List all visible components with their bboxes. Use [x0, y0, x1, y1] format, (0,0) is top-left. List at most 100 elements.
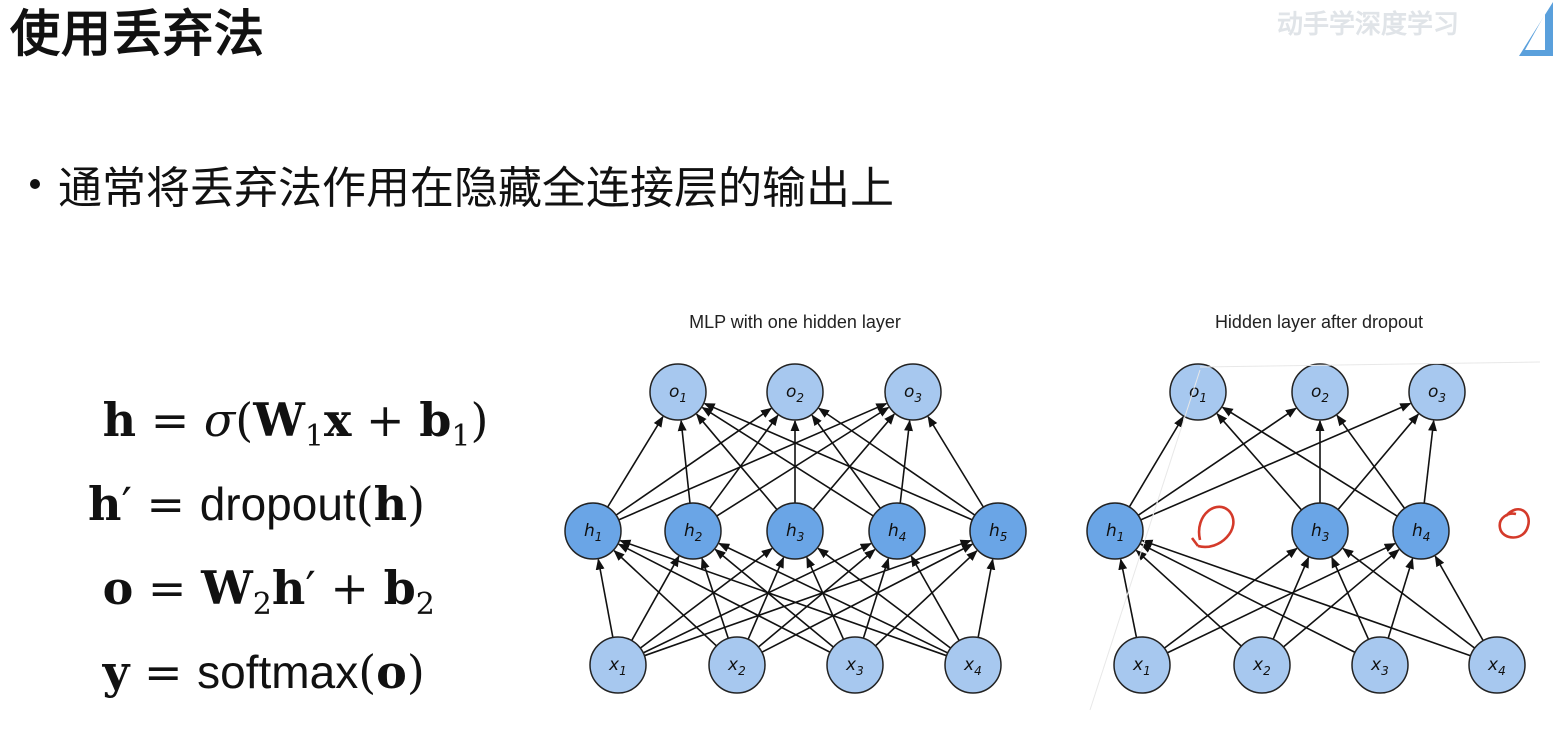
- edge-arrow: [714, 548, 834, 648]
- svg-text:o3: o3: [904, 382, 922, 405]
- node-x2: x2: [1233, 636, 1291, 694]
- node-x3: x3: [826, 636, 884, 694]
- formula-block: h = σ(W1x + b1) h′ = dropout(h) o = W2h′…: [88, 378, 488, 714]
- svg-text:h1: h1: [584, 521, 602, 544]
- edge-arrow: [1141, 539, 1471, 657]
- edge-arrow: [1118, 558, 1138, 638]
- edge-arrow: [1336, 414, 1406, 509]
- edge-arrow: [874, 550, 978, 647]
- svg-text:x1: x1: [608, 655, 627, 678]
- node-o1: o1: [649, 363, 707, 421]
- edge-arrow: [701, 406, 874, 517]
- watermark-text: 动手学深度学习: [1276, 10, 1459, 40]
- svg-text:o2: o2: [786, 382, 804, 405]
- edge-arrow: [811, 414, 882, 509]
- edge-arrow: [1337, 413, 1420, 511]
- edge-arrow: [700, 557, 730, 639]
- svg-text:o1: o1: [669, 382, 687, 405]
- edge-arrow: [1434, 555, 1484, 642]
- edge-arrow: [618, 402, 888, 521]
- node-o3: o3: [1408, 363, 1466, 421]
- edge-arrow: [1282, 548, 1400, 648]
- edge-arrow: [615, 407, 773, 516]
- edge-arrow: [613, 549, 718, 647]
- node-h4: h4: [1392, 502, 1450, 560]
- node-x1: x1: [589, 636, 647, 694]
- edge-arrow: [639, 547, 773, 649]
- edge-arrow: [1163, 547, 1298, 649]
- edge-arrow: [817, 547, 952, 649]
- svg-text:x3: x3: [1370, 655, 1389, 678]
- page-title: 使用丢弃法: [10, 5, 265, 63]
- edge-arrow: [761, 543, 974, 653]
- logo-mark-icon: [1519, 2, 1553, 56]
- dropout-diagram: Hidden layer after dropout o1 o2 o3 h1 h3 h4 x1…: [1086, 312, 1541, 711]
- svg-text:x2: x2: [727, 655, 746, 678]
- edge-arrow: [977, 558, 996, 638]
- softmax-fn: softmax: [197, 646, 359, 698]
- dropped-node-mark-h2: [1190, 505, 1235, 549]
- edge-arrow: [1272, 556, 1310, 640]
- edge-arrow: [757, 548, 876, 648]
- edge-arrow: [716, 406, 890, 517]
- edge-arrow: [1221, 406, 1398, 517]
- node-o1: o1: [1169, 363, 1227, 421]
- edge-arrow: [1387, 557, 1414, 639]
- node-h3: h3: [1291, 502, 1349, 560]
- node-h1: h1: [564, 502, 622, 560]
- node-x1: x1: [1113, 636, 1171, 694]
- bullet-text: 通常将丢弃法作用在隐藏全连接层的输出上: [58, 163, 894, 214]
- edge-arrow: [606, 415, 664, 508]
- edge-arrow: [595, 558, 614, 638]
- edge-arrow: [818, 407, 976, 516]
- edge-arrow: [812, 413, 895, 511]
- dropout-fn: dropout: [199, 478, 356, 530]
- svg-text:h5: h5: [989, 521, 1007, 544]
- svg-text:h4: h4: [888, 521, 906, 544]
- edge-arrow: [927, 415, 985, 508]
- dropped-node-mark-h5: [1498, 508, 1530, 539]
- svg-text:x3: x3: [845, 655, 864, 678]
- edge-arrow: [910, 555, 960, 642]
- diagram-title: Hidden layer after dropout: [1215, 312, 1423, 332]
- svg-text:x1: x1: [1132, 655, 1151, 678]
- svg-text:h4: h4: [1412, 521, 1430, 544]
- node-h2: h2: [664, 502, 722, 560]
- node-x4: x4: [944, 636, 1002, 694]
- edge-arrow: [1216, 412, 1303, 511]
- edge-arrow: [1423, 419, 1437, 504]
- edge-arrow: [1331, 556, 1370, 640]
- node-h4: h4: [868, 502, 926, 560]
- bullet-dot: [30, 179, 40, 189]
- edge-arrow: [899, 419, 913, 504]
- svg-text:h1: h1: [1106, 521, 1124, 544]
- svg-text:h2: h2: [684, 521, 702, 544]
- edge-arrow: [644, 539, 972, 657]
- deco-guide-line: [1199, 361, 1541, 368]
- edge-arrow: [1137, 407, 1297, 516]
- edge-arrow: [630, 555, 680, 641]
- edge-arrow: [1140, 402, 1412, 521]
- edge-arrow: [695, 413, 778, 511]
- svg-text:h3: h3: [1311, 521, 1329, 544]
- formula-output: o = W2h′ + b2: [102, 561, 435, 623]
- svg-text:x2: x2: [1252, 655, 1271, 678]
- node-h1: h1: [1086, 502, 1144, 560]
- svg-text:o1: o1: [1189, 382, 1207, 405]
- svg-text:x4: x4: [963, 655, 982, 678]
- node-o2: o2: [1291, 363, 1349, 421]
- edge-arrow: [1128, 415, 1184, 508]
- svg-text:h3: h3: [786, 521, 804, 544]
- edge-arrow: [642, 542, 872, 654]
- edge-arrow: [747, 556, 785, 640]
- node-x3: x3: [1351, 636, 1409, 694]
- node-o3: o3: [884, 363, 942, 421]
- edge-arrow: [1139, 543, 1356, 654]
- edge-arrow: [617, 543, 831, 653]
- node-x4: x4: [1468, 636, 1526, 694]
- edge-arrow: [1342, 547, 1476, 649]
- node-x2: x2: [708, 636, 766, 694]
- edge-arrow: [1135, 549, 1242, 647]
- formula-dropout: h′ = dropout(h): [88, 477, 426, 531]
